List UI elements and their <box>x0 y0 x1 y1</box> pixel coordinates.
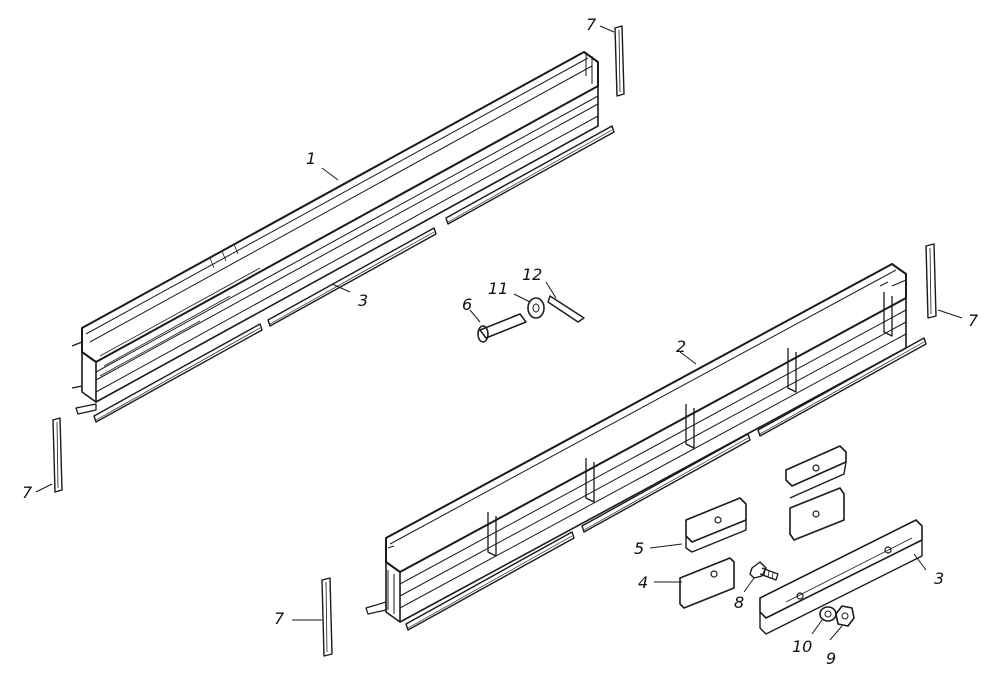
side-board-lower <box>365 263 907 623</box>
end-strip-top <box>614 25 625 97</box>
callout-1: 1 <box>306 149 316 168</box>
callout-7-bottom: 7 <box>274 609 285 628</box>
cotter-pin <box>547 295 585 323</box>
callout-7-left: 7 <box>22 483 33 502</box>
hex-nut <box>835 605 855 627</box>
hinge-pin <box>477 313 527 343</box>
callout-3-upper: 3 <box>358 291 368 310</box>
callout-12: 12 <box>522 265 542 284</box>
callout-4: 4 <box>638 573 648 592</box>
angle-bracket-long <box>759 519 923 635</box>
callout-8: 8 <box>734 593 744 612</box>
rail-strip-lower-right <box>757 337 927 437</box>
pin-washer <box>527 297 545 319</box>
bracket-channel <box>685 497 747 553</box>
callout-9: 9 <box>826 649 836 668</box>
callout-2: 2 <box>676 337 686 356</box>
rail-strip-lower-middle <box>581 433 751 533</box>
corner-bracket-middle <box>789 487 845 541</box>
end-strip-bottom <box>321 577 333 657</box>
rail-strip-upper-left <box>93 323 263 423</box>
leader-lines <box>35 25 963 641</box>
end-strip-left <box>52 417 63 493</box>
callout-3-lower: 3 <box>934 569 944 588</box>
corner-bracket-top <box>785 445 847 499</box>
end-strip-right <box>925 243 937 319</box>
side-board-upper <box>71 51 599 415</box>
rail-strip-upper-middle <box>267 227 437 327</box>
callout-7-right: 7 <box>968 311 979 330</box>
rail-strip-lower-left <box>405 531 575 631</box>
bracket-plate <box>679 557 735 609</box>
callout-5: 5 <box>634 539 644 558</box>
callout-10: 10 <box>792 637 812 656</box>
rail-strip-upper-right <box>445 125 615 225</box>
callout-6: 6 <box>462 295 472 314</box>
flat-washer <box>819 606 837 622</box>
callout-11: 11 <box>488 279 508 298</box>
callout-labels: 1 2 3 3 4 5 6 7 7 7 7 8 9 10 11 12 <box>22 15 979 668</box>
bolt <box>749 561 779 581</box>
callout-7-top: 7 <box>586 15 597 34</box>
